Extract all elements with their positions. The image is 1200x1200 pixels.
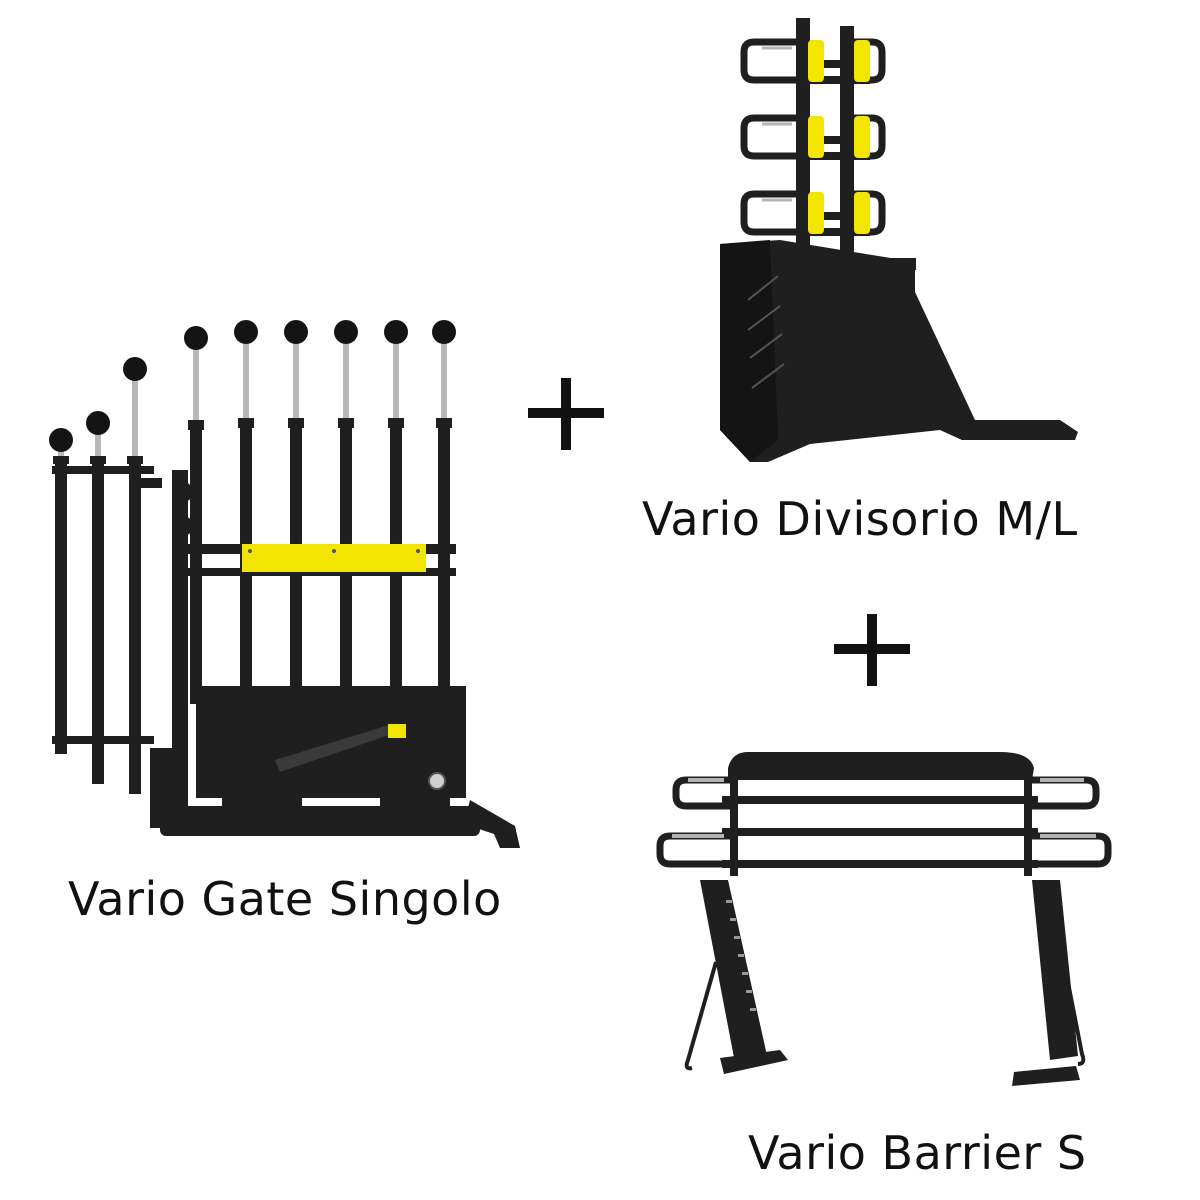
vario-divisorio-product-icon bbox=[720, 18, 1078, 462]
vario-gate-singolo-product-icon bbox=[49, 320, 520, 848]
product-name-vario-gate-singolo: Vario Gate Singolo bbox=[68, 872, 502, 926]
plus-sign-icon bbox=[834, 614, 910, 686]
product-name-vario-divisorio: Vario Divisorio M/L bbox=[642, 492, 1078, 546]
plus-sign-icon bbox=[528, 378, 604, 450]
product-name-vario-barrier: Vario Barrier S bbox=[748, 1126, 1087, 1180]
vario-barrier-product-icon bbox=[656, 752, 1112, 1086]
